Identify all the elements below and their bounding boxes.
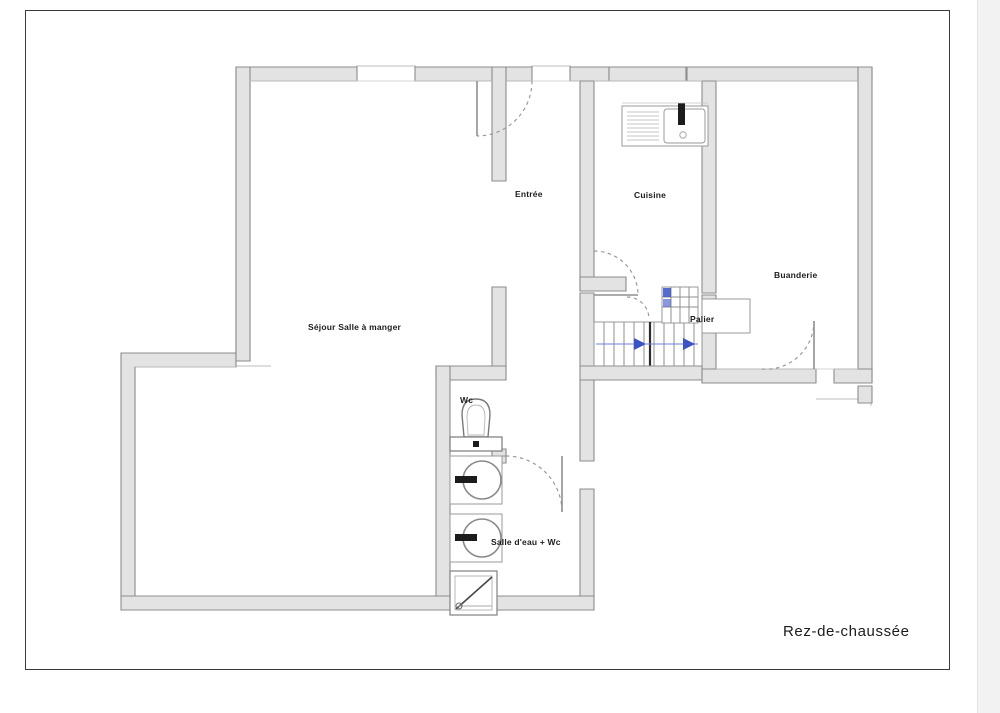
room-label-buanderie: Buanderie — [774, 270, 818, 280]
right-edge-strip — [977, 0, 1000, 713]
wall-north-buanderie — [686, 66, 873, 82]
toilet-fixture — [449, 398, 503, 452]
wall-north-cuisine-buanderie — [608, 66, 687, 82]
document-page: Séjour Salle à manger Entrée Cuisine Bua… — [25, 10, 950, 670]
wall-north-mid — [414, 66, 533, 82]
walls — [120, 66, 873, 611]
wall-entree-west — [491, 66, 507, 182]
washbasin-upper — [449, 455, 503, 505]
staircase — [593, 286, 703, 367]
room-label-entree: Entrée — [515, 189, 543, 199]
wall-bath-east — [579, 379, 595, 462]
room-label-palier-clip: Palier — [690, 314, 723, 328]
door-swing-cuisine — [593, 250, 639, 296]
door-swing-salle-eau — [505, 455, 563, 513]
door-leaves — [476, 81, 815, 512]
door-swing-buanderie — [761, 320, 815, 370]
wall-east-lower — [857, 385, 873, 404]
plan-title: Rez-de-chaussée — [783, 623, 910, 640]
room-label-palier: Palier — [690, 314, 715, 324]
wall-entree-east — [579, 80, 595, 292]
room-label-salle-eau-wc: Salle d'eau + Wc — [491, 537, 561, 547]
wall-south-buanderie-right — [833, 368, 873, 384]
wall-bath-east-lower — [579, 488, 595, 597]
room-hairlines — [135, 80, 858, 370]
wall-bath-west — [435, 365, 451, 597]
wall-corridor-north — [579, 276, 627, 292]
wall-sejour-east-upper — [491, 286, 507, 377]
wall-south-buanderie — [701, 368, 817, 384]
room-label-wc: Wc — [460, 395, 474, 405]
palier-box — [701, 298, 751, 334]
wall-north-right — [569, 66, 610, 82]
door-swing-palier — [626, 296, 650, 320]
shower-tray — [449, 570, 498, 616]
wall-west-upper — [120, 352, 237, 597]
room-label-cuisine: Cuisine — [634, 190, 667, 200]
door-swing-entree — [476, 80, 533, 137]
wall-north-left — [235, 66, 358, 362]
door-swings — [476, 80, 815, 513]
washbasin-lower — [449, 513, 503, 563]
wall-east-exterior — [857, 66, 873, 384]
wall-south-exterior — [120, 595, 595, 611]
wall-stair-west — [579, 292, 595, 367]
wall-stair-south — [579, 365, 703, 381]
room-label-sejour: Séjour Salle à manger — [308, 322, 402, 332]
wall-west-sejour — [235, 66, 251, 362]
kitchen-sink — [621, 102, 709, 147]
floor-plan-drawing — [120, 65, 873, 616]
opening-lines — [216, 65, 872, 406]
